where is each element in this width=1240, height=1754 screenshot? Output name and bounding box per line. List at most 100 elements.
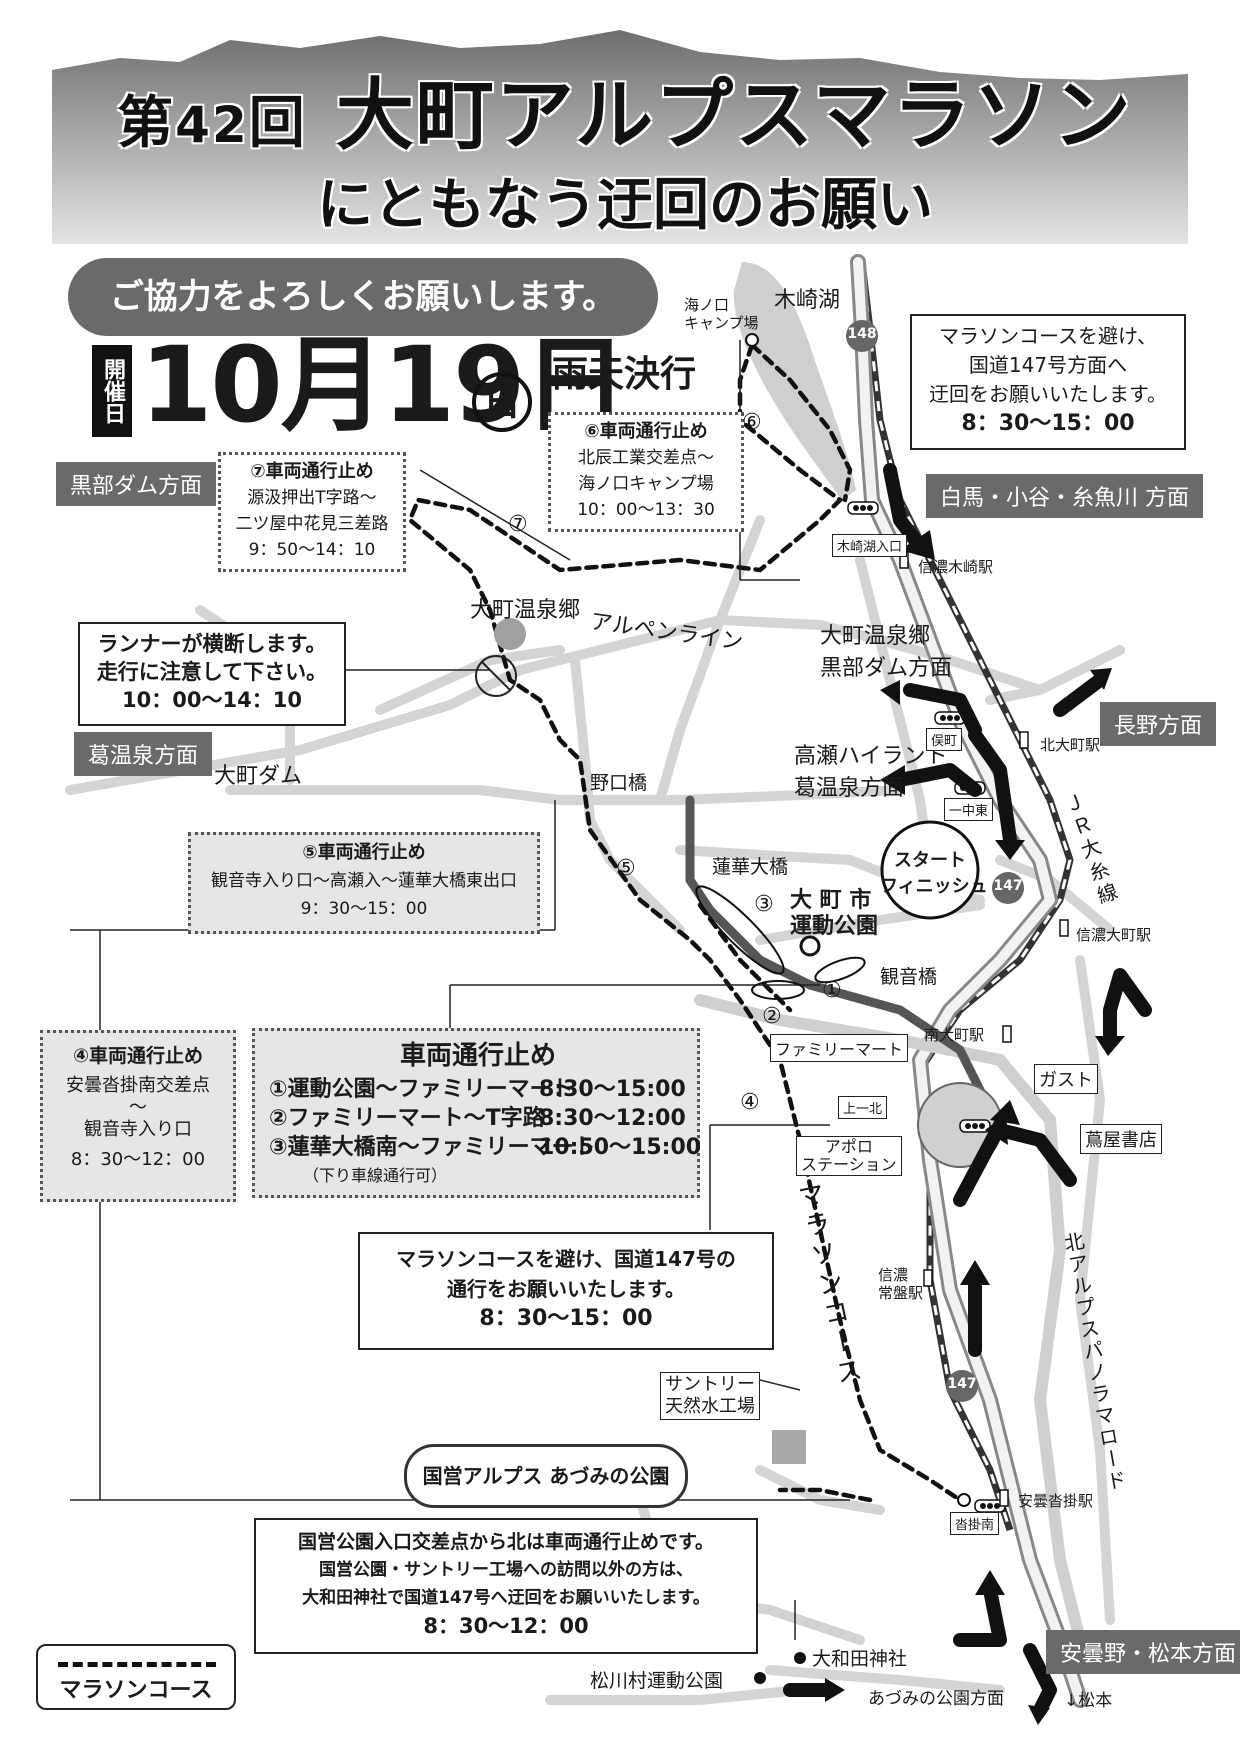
closure-7-box: ⑦車両通行止め 源汲押出T字路～ 二ツ屋中花見三差路 9：50～14：10 xyxy=(218,452,406,572)
label-suntory-2: 天然水工場 xyxy=(665,1396,755,1417)
closure-6-title: ⑥車両通行止め xyxy=(584,421,708,442)
event-weekday: 日 xyxy=(472,372,532,432)
notice-avoid-mid: マラソンコースを避け、国道147号の 通行をお願いいたします。 8：30～15：… xyxy=(358,1232,774,1350)
station-tokiwa-2: 常盤駅 xyxy=(878,1284,924,1302)
direction-kuzu-onsen: 葛温泉方面 xyxy=(74,732,213,776)
label-apollo: アポロ ステーション xyxy=(796,1136,902,1176)
detour-label-onsen: 大町温泉郷 黒部ダム方面 xyxy=(820,618,952,682)
label-matsumoto: ↓松本 xyxy=(1064,1691,1113,1711)
label-renge: 蓮華大橋 xyxy=(712,856,789,878)
closure-2-ellipse xyxy=(751,980,805,1000)
label-start-finish: スタート フィニッシュ xyxy=(880,848,988,900)
detour-label-takase: 高瀬ハイラント 葛温泉方面 xyxy=(794,738,948,802)
closure-4-title: ④車両通行止め xyxy=(72,1045,204,1067)
closure-row-1: ①運動公園～ファミリーマート8:30～15:00 xyxy=(269,1075,687,1104)
header-banner xyxy=(52,30,1188,244)
label-suntory-1: サントリー xyxy=(665,1374,755,1395)
title-main-text: 大町アルプスマラソン xyxy=(335,71,1133,161)
marker-7: ⑦ xyxy=(508,512,528,537)
closure-5-time: 9：30～15：00 xyxy=(300,899,428,919)
intersection-kutsukake: 沓掛南 xyxy=(950,1512,1000,1535)
kutsukake-marker xyxy=(957,1493,971,1507)
lake-kizaki xyxy=(733,262,856,500)
intersection-ichichuto: 一中東 xyxy=(944,798,994,821)
route-shields xyxy=(846,320,1024,1402)
label-kannon: 観音橋 xyxy=(880,966,938,988)
page-title: 第42回 大町アルプスマラソン にともなう迂回のお願い xyxy=(70,70,1180,241)
label-gusto: ガスト xyxy=(1034,1064,1098,1094)
detour-label-onsen-2: 黒部ダム方面 xyxy=(820,656,953,681)
event-date: 10月19日 xyxy=(140,324,627,446)
legend: マラソンコース xyxy=(36,1644,236,1710)
notice-avoid-top-line2: 国道147号方面へ xyxy=(968,353,1128,377)
closure-7-line1: 源汲押出T字路～ xyxy=(247,488,377,508)
owada-marker xyxy=(794,1652,806,1664)
intersection-kizaki: 木崎湖入口 xyxy=(832,534,908,557)
closure-5-title: ⑤車両通行止め xyxy=(302,842,426,863)
closure-row-3: ③蓮華大橋南～ファミリーマート10:50～15:00 xyxy=(269,1133,701,1162)
date-tag: 開催日 xyxy=(92,345,132,437)
closure-row-1-label: ①運動公園～ファミリーマート xyxy=(269,1077,574,1102)
station-shinano-omachi: 信濃大町駅 xyxy=(1076,926,1152,944)
label-family: ファミリーマート xyxy=(770,1034,909,1062)
cooperation-banner: ご協力をよろしくお願いします。 xyxy=(68,258,658,336)
notice-avoid-mid-time: 8：30～15：00 xyxy=(479,1306,653,1331)
detour-arrows xyxy=(783,463,1152,1717)
closure-main-note: （下り車線通行可） xyxy=(303,1166,448,1185)
closure-1-ellipse xyxy=(814,956,866,984)
closure-4-line3: 観音寺入り口 xyxy=(84,1119,192,1140)
closure-7-time: 9：50～14：10 xyxy=(248,540,376,560)
label-suntory: サントリー 天然水工場 xyxy=(660,1372,760,1420)
direction-hakuba: 白馬・小谷・糸魚川 方面 xyxy=(926,474,1203,518)
closure-main-title: 車両通行止め xyxy=(399,1041,556,1071)
closure-row-3-time: 10:50～15:00 xyxy=(539,1135,702,1160)
route-147-north: 147 xyxy=(993,878,1023,894)
closure-7-line2: 二ツ屋中花見三差路 xyxy=(235,514,389,534)
notice-kokuei-line1: 国営公園入口交差点から北は車両通行止めです。 xyxy=(297,1531,715,1553)
notice-runner-line2: 走行に注意して下さい。 xyxy=(96,660,328,684)
direction-nagano: 長野方面 xyxy=(1100,702,1217,746)
station-kitaomachi: 北大町駅 xyxy=(1040,736,1101,754)
notice-kokuei: 国営公園入口交差点から北は車両通行止めです。 国営公園・サントリー工場への訪問以… xyxy=(254,1518,758,1654)
closure-row-2: ②ファミリーマート～T字路8:30～12:00 xyxy=(269,1104,687,1133)
detour-label-takase-1: 高瀬ハイラント xyxy=(794,744,948,769)
label-noguchi: 野口橋 xyxy=(590,772,648,794)
detour-label-onsen-1: 大町温泉郷 xyxy=(820,624,931,649)
notice-avoid-top-line1: マラソンコースを避け、 xyxy=(939,324,1157,348)
marathon-course-line xyxy=(407,342,963,1503)
notice-runner-line1: ランナーが横断します。 xyxy=(97,632,327,656)
label-azumino-park: あづみの公園方面 xyxy=(868,1689,1004,1709)
label-apollo-2: ステーション xyxy=(801,1155,897,1174)
title-number: 42 xyxy=(175,96,249,154)
park-marker xyxy=(799,935,821,957)
closure-row-2-time: 8:30～12:00 xyxy=(539,1106,686,1131)
closure-6-time: 10：00～13：30 xyxy=(577,500,715,520)
notice-avoid-mid-line2: 通行をお願いいたします。 xyxy=(447,1277,685,1301)
notice-avoid-top: マラソンコースを避け、 国道147号方面へ 迂回をお願いいたします。 8：30～… xyxy=(910,314,1186,450)
title-prefix: 第 xyxy=(117,91,176,156)
start-finish-circle xyxy=(880,820,980,920)
notice-avoid-top-time: 8：30～15：00 xyxy=(961,411,1135,436)
marker-4: ④ xyxy=(740,1090,760,1115)
suntory-square xyxy=(772,1430,806,1464)
label-tsutaya: 蔦屋書店 xyxy=(1080,1124,1162,1154)
station-minami-omachi: 南大町駅 xyxy=(924,1026,985,1044)
label-dam: 大町ダム xyxy=(214,764,303,789)
onsen-dot xyxy=(494,618,526,650)
marker-1: ① xyxy=(822,978,842,1003)
closure-row-1-time: 8:30～15:00 xyxy=(539,1077,686,1102)
label-park-1: 大 町 市 xyxy=(790,888,872,913)
runner-crossing-circle xyxy=(475,655,517,697)
notice-kokuei-line3: 大和田神社で国道147号へ迂回をお願いいたします。 xyxy=(302,1588,710,1608)
closure-5-box: ⑤車両通行止め 観音寺入り口～高瀬入～蓮華大橋東出口 9：30～15：00 xyxy=(188,832,540,934)
detour-label-takase-2: 葛温泉方面 xyxy=(794,776,905,801)
label-finish: フィニッシュ xyxy=(880,876,988,897)
label-park-2: 運動公園 xyxy=(790,914,879,939)
legend-dash-line xyxy=(58,1662,216,1667)
course-segment xyxy=(685,795,990,1105)
label-matsukawa: 松川村運動公園 xyxy=(590,1670,724,1692)
label-owada: 大和田神社 xyxy=(812,1648,908,1670)
rain-notice: 雨天決行 xyxy=(552,354,697,395)
title-prefix-2: 回 xyxy=(248,91,307,156)
